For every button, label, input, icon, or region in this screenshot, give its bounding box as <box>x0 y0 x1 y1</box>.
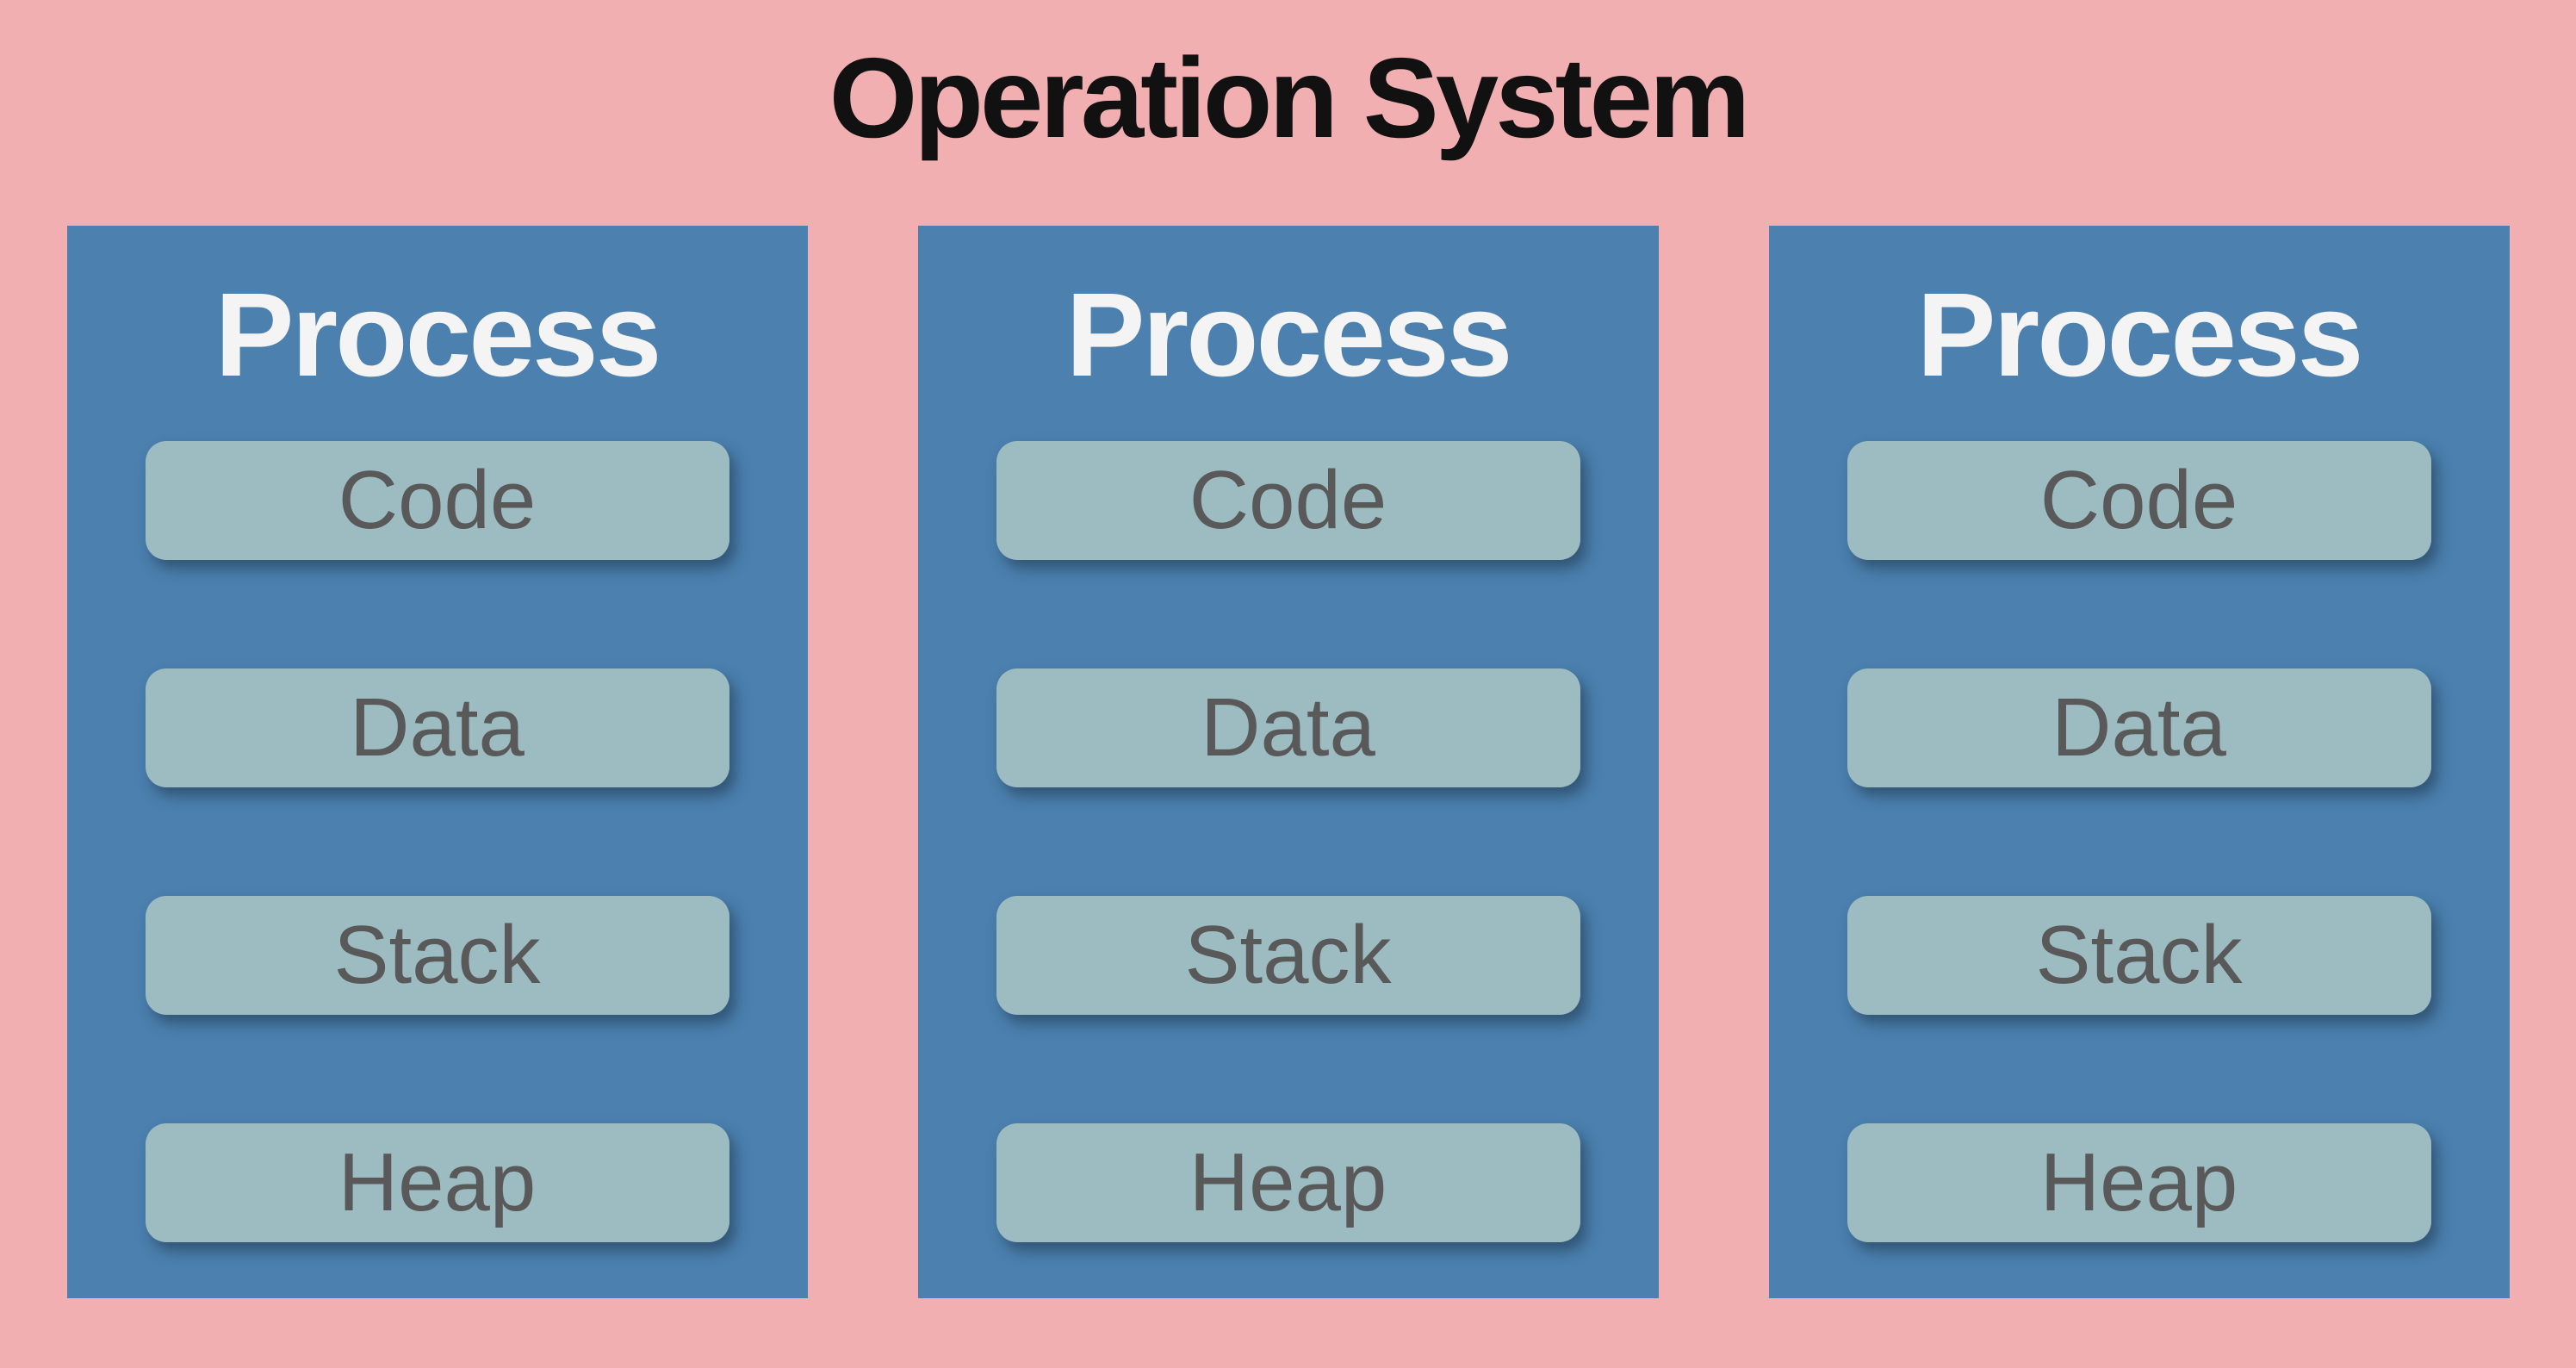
memory-box-data: Data <box>1847 668 2431 787</box>
process-panel-2: Process Code Data Stack Heap <box>917 226 1659 1298</box>
memory-box-code: Code <box>1847 440 2431 560</box>
memory-box-heap: Heap <box>145 1122 729 1242</box>
memory-box-label: Code <box>2039 453 2238 546</box>
memory-box-data: Data <box>996 668 1580 787</box>
process-panels-row: Process Code Data Stack Heap Process Cod… <box>0 226 2576 1298</box>
memory-box-code: Code <box>996 440 1580 560</box>
memory-box-label: Stack <box>2035 908 2243 1001</box>
memory-box-label: Stack <box>1184 908 1392 1001</box>
memory-box-heap: Heap <box>1847 1122 2431 1242</box>
memory-box-label: Heap <box>338 1135 537 1228</box>
memory-box-label: Data <box>350 681 525 774</box>
process-panel-3: Process Code Data Stack Heap <box>1768 226 2510 1298</box>
os-title: Operation System <box>829 34 1751 161</box>
memory-box-heap: Heap <box>996 1122 1580 1242</box>
memory-box-label: Heap <box>2039 1135 2238 1228</box>
process-title: Process <box>1916 269 2363 401</box>
memory-box-label: Code <box>338 453 537 546</box>
process-title: Process <box>214 269 661 401</box>
process-panel-1: Process Code Data Stack Heap <box>66 226 808 1298</box>
memory-box-stack: Stack <box>145 895 729 1015</box>
memory-box-label: Data <box>2051 681 2226 774</box>
memory-box-label: Code <box>1189 453 1387 546</box>
memory-box-stack: Stack <box>996 895 1580 1015</box>
process-title: Process <box>1065 269 1512 401</box>
memory-box-code: Code <box>145 440 729 560</box>
memory-box-label: Stack <box>333 908 541 1001</box>
memory-box-label: Data <box>1201 681 1375 774</box>
memory-box-stack: Stack <box>1847 895 2431 1015</box>
memory-box-data: Data <box>145 668 729 787</box>
memory-box-label: Heap <box>1189 1135 1387 1228</box>
